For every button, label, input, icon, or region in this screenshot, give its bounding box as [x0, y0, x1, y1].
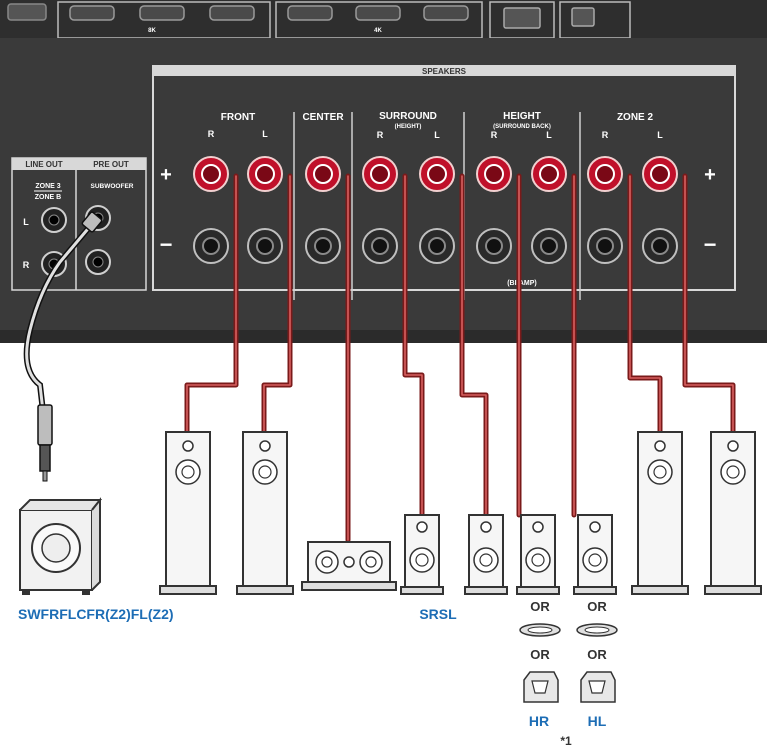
channel-label-height-l: L [546, 130, 552, 140]
rca-left-label: L [23, 217, 29, 227]
group-sublabel-surround: (HEIGHT) [395, 124, 422, 130]
channel-label-front-r: R [208, 129, 215, 139]
channel-label-zone2-r: R [602, 130, 609, 140]
group-label-height: HEIGHT [503, 111, 541, 122]
floor-speaker-fl-z2 [704, 431, 762, 595]
plus-sign-right: + [704, 164, 716, 186]
zoneb-label: ZONE B [35, 194, 61, 201]
bookshelf-speaker-sr [400, 514, 444, 595]
pre-out-label: PRE OUT [93, 160, 129, 169]
channel-label-surround-l: L [434, 130, 440, 140]
floor-speaker-fr-z2 [631, 431, 689, 595]
or-label-hl-2: OR [587, 647, 607, 662]
speaker-label-hr: HR [529, 713, 549, 729]
group-label-center: CENTER [302, 112, 344, 123]
or-label-hr-2: OR [530, 647, 550, 662]
floor-speaker-fl [236, 431, 294, 595]
line-out-label: LINE OUT [25, 160, 62, 169]
zone3-label: ZONE 3 [35, 183, 60, 190]
group-label-surround: SURROUND [379, 111, 437, 122]
ceiling-speaker-hr [519, 623, 561, 637]
bookshelf-speaker-hr [516, 514, 560, 595]
minus-sign-right: − [704, 232, 717, 257]
speakers-header: SPEAKERS [422, 67, 467, 76]
group-label-zone2: ZONE 2 [617, 112, 654, 123]
group-label-front: FRONT [221, 112, 255, 123]
speaker-label-left-group: SWFRFLCFR(Z2)FL(Z2) [18, 606, 174, 622]
port-label-4k: 4K [374, 28, 382, 34]
biamp-label: (BI-AMP) [507, 280, 537, 287]
bookshelf-speaker-sl [464, 514, 508, 595]
speaker-cables [184, 173, 736, 543]
subwoofer-speaker [19, 497, 103, 595]
dolby-enabled-speaker-hl [580, 671, 616, 703]
speaker-label-surround: SRSL [419, 606, 457, 622]
dolby-enabled-speaker-hr [523, 671, 559, 703]
subwoofer-cable [23, 211, 103, 482]
group-sublabel-height: (SURROUND BACK) [493, 124, 551, 130]
ceiling-speaker-hl [576, 623, 618, 637]
port-label-8k: 8K [148, 28, 156, 34]
plus-sign-left: + [160, 164, 172, 186]
channel-label-height-r: R [491, 130, 498, 140]
channel-label-front-l: L [262, 129, 268, 139]
or-label-hr-1: OR [530, 599, 550, 614]
subwoofer-label: SUBWOOFER [91, 183, 134, 190]
or-label-hl-1: OR [587, 599, 607, 614]
floor-speaker-fr [159, 431, 217, 595]
channel-label-surround-r: R [377, 130, 384, 140]
footnote-marker: *1 [560, 734, 572, 748]
center-speaker [301, 541, 397, 591]
speaker-label-hl: HL [588, 713, 607, 729]
channel-label-zone2-l: L [657, 130, 663, 140]
bookshelf-speaker-hl [573, 514, 617, 595]
minus-sign-left: − [160, 232, 173, 257]
speaker-terminals [193, 156, 678, 264]
rca-right-label: R [23, 260, 30, 270]
